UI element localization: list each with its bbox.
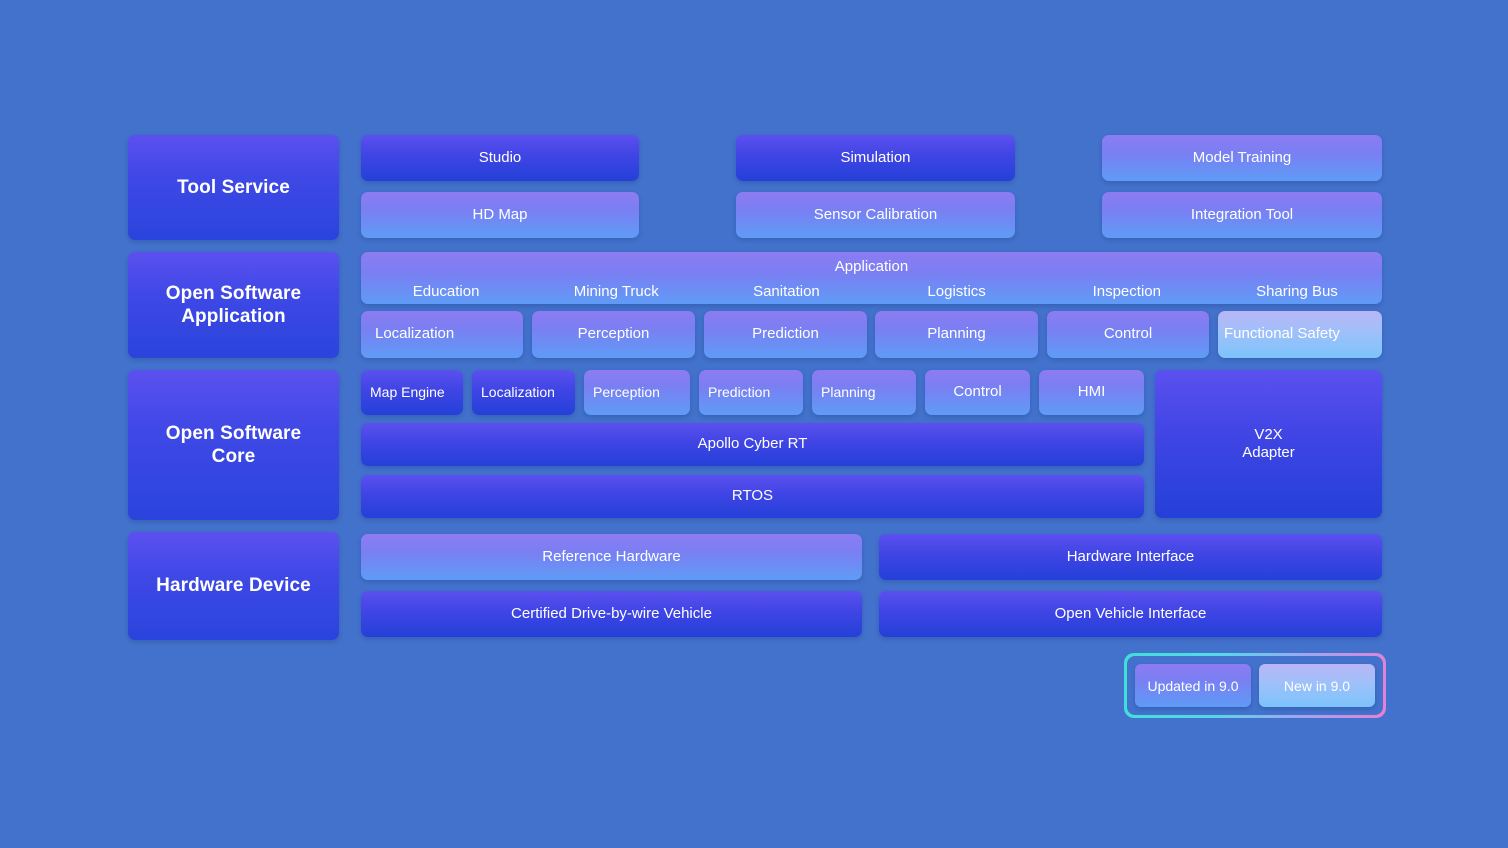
app-module-perception[interactable]: Perception <box>532 311 695 358</box>
hardware-certified-drive-by-wire-vehicle[interactable]: Certified Drive-by-wire Vehicle <box>361 591 862 637</box>
app-module-prediction-label: Prediction <box>752 325 819 343</box>
app-module-planning-label: Planning <box>927 325 986 343</box>
row-label-osa-line2: Application <box>181 306 286 327</box>
application-domain-education[interactable]: Education <box>412 283 480 300</box>
core-module-map-engine[interactable]: Map Engine <box>361 370 463 415</box>
app-module-control-label: Control <box>1103 325 1153 343</box>
tool-simulation[interactable]: Simulation <box>736 135 1015 181</box>
application-domain-logistics[interactable]: Logistics <box>927 283 986 300</box>
tool-hd-map-label: HD Map <box>472 205 528 223</box>
tool-simulation-label: Simulation <box>840 148 911 166</box>
core-middleware-apollo-cyber-rt[interactable]: Apollo Cyber RT <box>361 423 1144 466</box>
row-label-osc-line2: Core <box>211 446 256 467</box>
row-label-hardware-device: Hardware Device <box>128 532 339 640</box>
app-module-planning[interactable]: Planning <box>875 311 1038 358</box>
row-label-osc-line1: Open Software <box>165 422 302 444</box>
core-module-perception[interactable]: Perception <box>584 370 690 415</box>
legend-chip-updated: Updated in 9.0 <box>1135 664 1251 707</box>
app-module-functional-safety-label: Functional Safety <box>1224 325 1340 343</box>
legend: Updated in 9.0 New in 9.0 <box>1124 653 1386 718</box>
application-domain-banner: Application Education Mining Truck Sanit… <box>361 252 1382 304</box>
core-module-perception-label: Perception <box>593 383 660 400</box>
legend-updated-label: Updated in 9.0 <box>1147 677 1239 694</box>
app-module-perception-label: Perception <box>577 325 650 343</box>
row-label-osa-line1: Open Software <box>165 282 302 304</box>
tool-integration-tool-label: Integration Tool <box>1190 205 1294 223</box>
core-os-rtos[interactable]: RTOS <box>361 475 1144 518</box>
hardware-open-vehicle-interface-label: Open Vehicle Interface <box>1054 604 1207 622</box>
core-module-map-engine-label: Map Engine <box>370 383 445 400</box>
core-module-localization-label: Localization <box>481 383 555 400</box>
application-domain-mining-truck[interactable]: Mining Truck <box>573 283 659 300</box>
app-module-localization[interactable]: Localization <box>361 311 523 358</box>
row-label-open-software-core: Open Software Core <box>128 370 339 520</box>
row-label-tool-service-text: Tool Service <box>177 176 290 198</box>
tool-sensor-calibration[interactable]: Sensor Calibration <box>736 192 1015 238</box>
app-module-functional-safety[interactable]: Functional Safety <box>1218 311 1382 358</box>
row-label-hardware-device-text: Hardware Device <box>156 575 311 597</box>
tool-model-training[interactable]: Model Training <box>1102 135 1382 181</box>
tool-sensor-calibration-label: Sensor Calibration <box>813 205 938 223</box>
core-v2x-adapter-line1: V2X <box>1254 425 1283 443</box>
core-module-control[interactable]: Control <box>925 370 1030 415</box>
core-module-hmi-label: HMI <box>1077 383 1106 401</box>
application-domain-sharing-bus[interactable]: Sharing Bus <box>1256 283 1338 300</box>
core-module-control-label: Control <box>953 383 1002 401</box>
hardware-reference-hardware[interactable]: Reference Hardware <box>361 534 862 580</box>
hardware-certified-vehicle-label: Certified Drive-by-wire Vehicle <box>511 604 712 622</box>
tool-model-training-label: Model Training <box>1192 148 1292 166</box>
tool-integration-tool[interactable]: Integration Tool <box>1102 192 1382 238</box>
tool-studio[interactable]: Studio <box>361 135 639 181</box>
core-middleware-label: Apollo Cyber RT <box>697 435 808 453</box>
core-module-prediction[interactable]: Prediction <box>699 370 803 415</box>
app-module-prediction[interactable]: Prediction <box>704 311 867 358</box>
row-label-open-software-application: Open Software Application <box>128 252 339 358</box>
app-module-localization-label: Localization <box>375 325 455 343</box>
core-module-planning[interactable]: Planning <box>812 370 916 415</box>
hardware-hardware-interface[interactable]: Hardware Interface <box>879 534 1382 580</box>
application-domain-list: Education Mining Truck Sanitation Logist… <box>361 283 1382 300</box>
hardware-hardware-interface-label: Hardware Interface <box>1066 547 1195 565</box>
row-label-tool-service: Tool Service <box>128 135 339 240</box>
legend-new-label: New in 9.0 <box>1283 677 1351 694</box>
tool-studio-label: Studio <box>478 148 522 166</box>
core-module-hmi[interactable]: HMI <box>1039 370 1144 415</box>
application-domain-sanitation[interactable]: Sanitation <box>753 283 820 300</box>
app-module-control[interactable]: Control <box>1047 311 1209 358</box>
legend-chip-new: New in 9.0 <box>1259 664 1375 707</box>
hardware-reference-hardware-label: Reference Hardware <box>542 547 681 565</box>
legend-inner: Updated in 9.0 New in 9.0 <box>1127 656 1383 715</box>
application-banner-title: Application <box>834 258 909 275</box>
core-module-planning-label: Planning <box>821 383 876 400</box>
core-os-label: RTOS <box>731 487 774 505</box>
core-module-prediction-label: Prediction <box>708 383 771 400</box>
core-v2x-adapter-line2: Adapter <box>1242 444 1295 461</box>
core-v2x-adapter[interactable]: V2X Adapter <box>1155 370 1382 518</box>
application-domain-inspection[interactable]: Inspection <box>1092 283 1161 300</box>
hardware-open-vehicle-interface[interactable]: Open Vehicle Interface <box>879 591 1382 637</box>
core-module-localization[interactable]: Localization <box>472 370 575 415</box>
tool-hd-map[interactable]: HD Map <box>361 192 639 238</box>
